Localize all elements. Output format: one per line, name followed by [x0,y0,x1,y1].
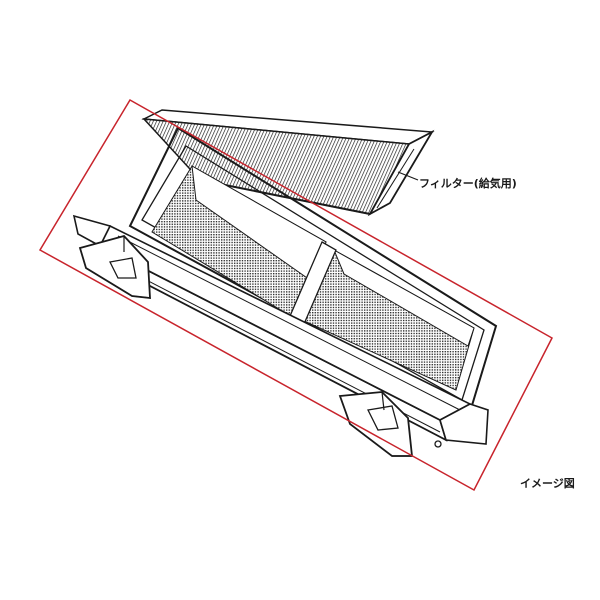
image-caption: イメージ図 [520,477,575,490]
filter-label: フィルター(給気用) [419,177,517,190]
filter-leader-line [397,171,419,181]
right-clip [338,391,413,457]
filter-frame [72,126,498,448]
left-clip [78,234,151,300]
highlight-frame [38,98,553,492]
